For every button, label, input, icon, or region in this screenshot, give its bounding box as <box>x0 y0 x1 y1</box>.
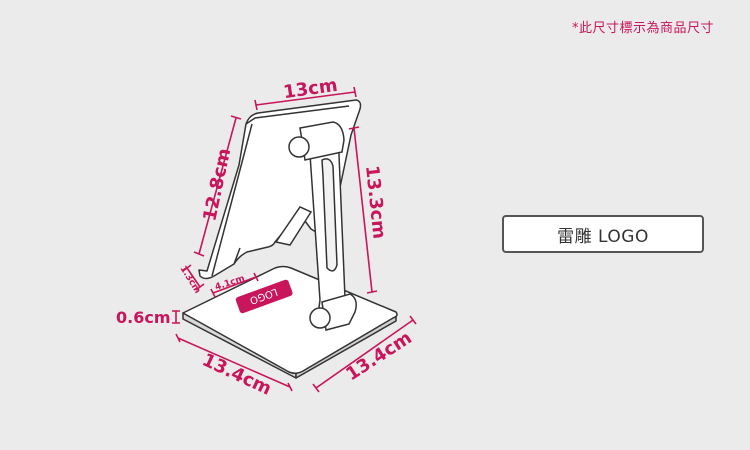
label-top-width: 13cm <box>282 75 339 103</box>
laser-engrave-logo-button[interactable]: 雷雕 LOGO <box>502 215 704 253</box>
dim-line-slot <box>210 272 259 298</box>
dim-line-arm-length <box>348 126 378 294</box>
stand-arm <box>308 130 346 323</box>
dim-line-top-width <box>254 86 357 111</box>
stand-lower-bracket <box>274 206 313 246</box>
hinge-top <box>288 121 345 161</box>
dim-line-base-width <box>175 333 293 392</box>
laser-engrave-logo-label: 雷雕 LOGO <box>557 226 649 247</box>
label-lip: 1.3cm <box>177 264 202 295</box>
hinge-bottom <box>309 293 357 331</box>
dim-line-back-height <box>193 115 242 257</box>
label-thickness: 0.6cm <box>116 308 171 327</box>
engraved-logo-mark: LOGO <box>235 279 293 314</box>
dim-line-thickness <box>172 310 180 324</box>
dim-line-base-depth <box>312 315 417 393</box>
size-note: *此尺寸標示為商品尺寸 <box>571 21 714 36</box>
dim-line-lip <box>182 264 205 291</box>
